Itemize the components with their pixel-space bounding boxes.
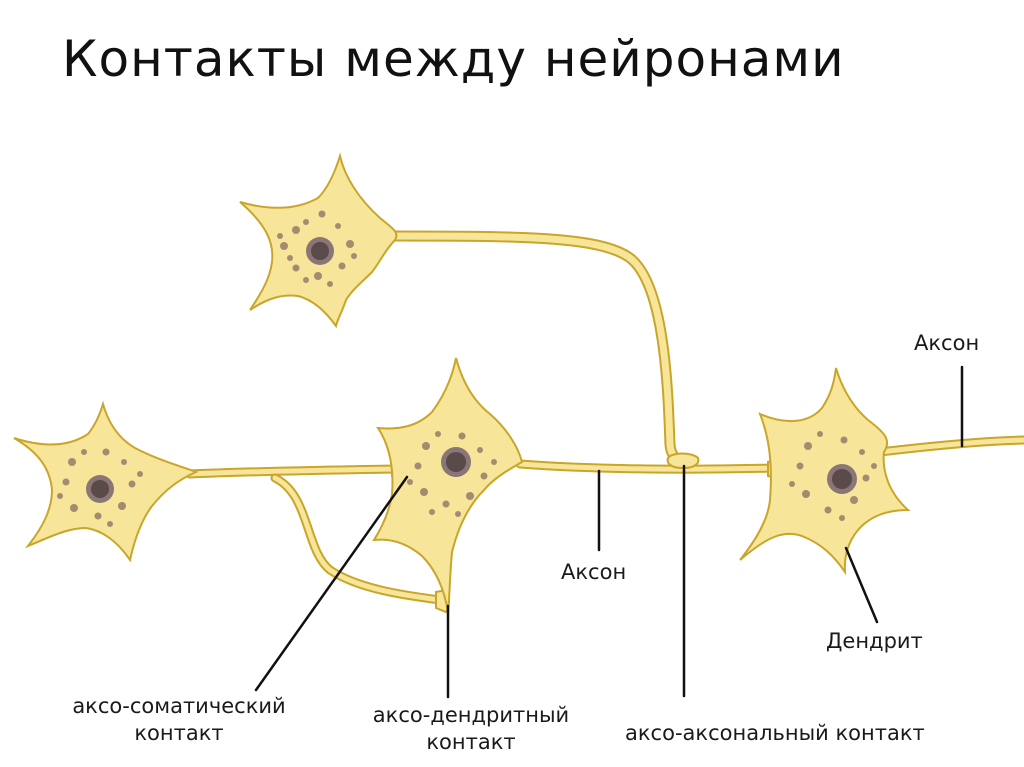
leader-lines xyxy=(254,365,964,699)
label-axo-dendritic-line1: аксо-дендритный xyxy=(372,703,570,727)
neuron-middle xyxy=(372,357,524,613)
neuron-right-nucleus xyxy=(832,469,852,489)
axo-axonal-bouton xyxy=(666,452,700,470)
label-axo-somatic-line2: контакт xyxy=(134,721,224,745)
neuron-right-granules xyxy=(789,431,877,521)
axon-fibres xyxy=(185,230,1024,605)
neuron-top xyxy=(239,152,398,329)
neuron-top-nucleus xyxy=(311,242,329,260)
neuron-left-nucleus xyxy=(91,480,109,498)
leader-dendrite xyxy=(844,546,879,624)
label-axo-somatic-line1: аксо-соматический xyxy=(72,694,286,718)
neuron-left xyxy=(13,400,199,563)
neuron-top-granules xyxy=(277,210,357,287)
neuron-middle-granules xyxy=(407,431,497,517)
label-axo-dendritic-line2: контакт xyxy=(426,730,516,754)
neuron-right-body xyxy=(739,367,911,576)
leader-axo-somatic xyxy=(254,475,409,692)
label-axon-middle: Аксон xyxy=(561,560,627,584)
label-axo-somatic: аксо-соматический контакт xyxy=(42,693,316,747)
label-dendrite: Дендрит xyxy=(826,629,923,653)
neuron-left-granules xyxy=(57,448,143,527)
label-axon-top-right: Аксон xyxy=(914,331,980,355)
page-title: Контакты между нейронами xyxy=(62,30,845,88)
neuron-middle-body xyxy=(372,357,524,613)
label-axo-dendritic: аксо-дендритный контакт xyxy=(345,702,597,756)
label-axo-axonal: аксо-аксональный контакт xyxy=(625,721,925,745)
neuron-middle-nucleus xyxy=(446,452,466,472)
neuron-right xyxy=(739,367,911,576)
